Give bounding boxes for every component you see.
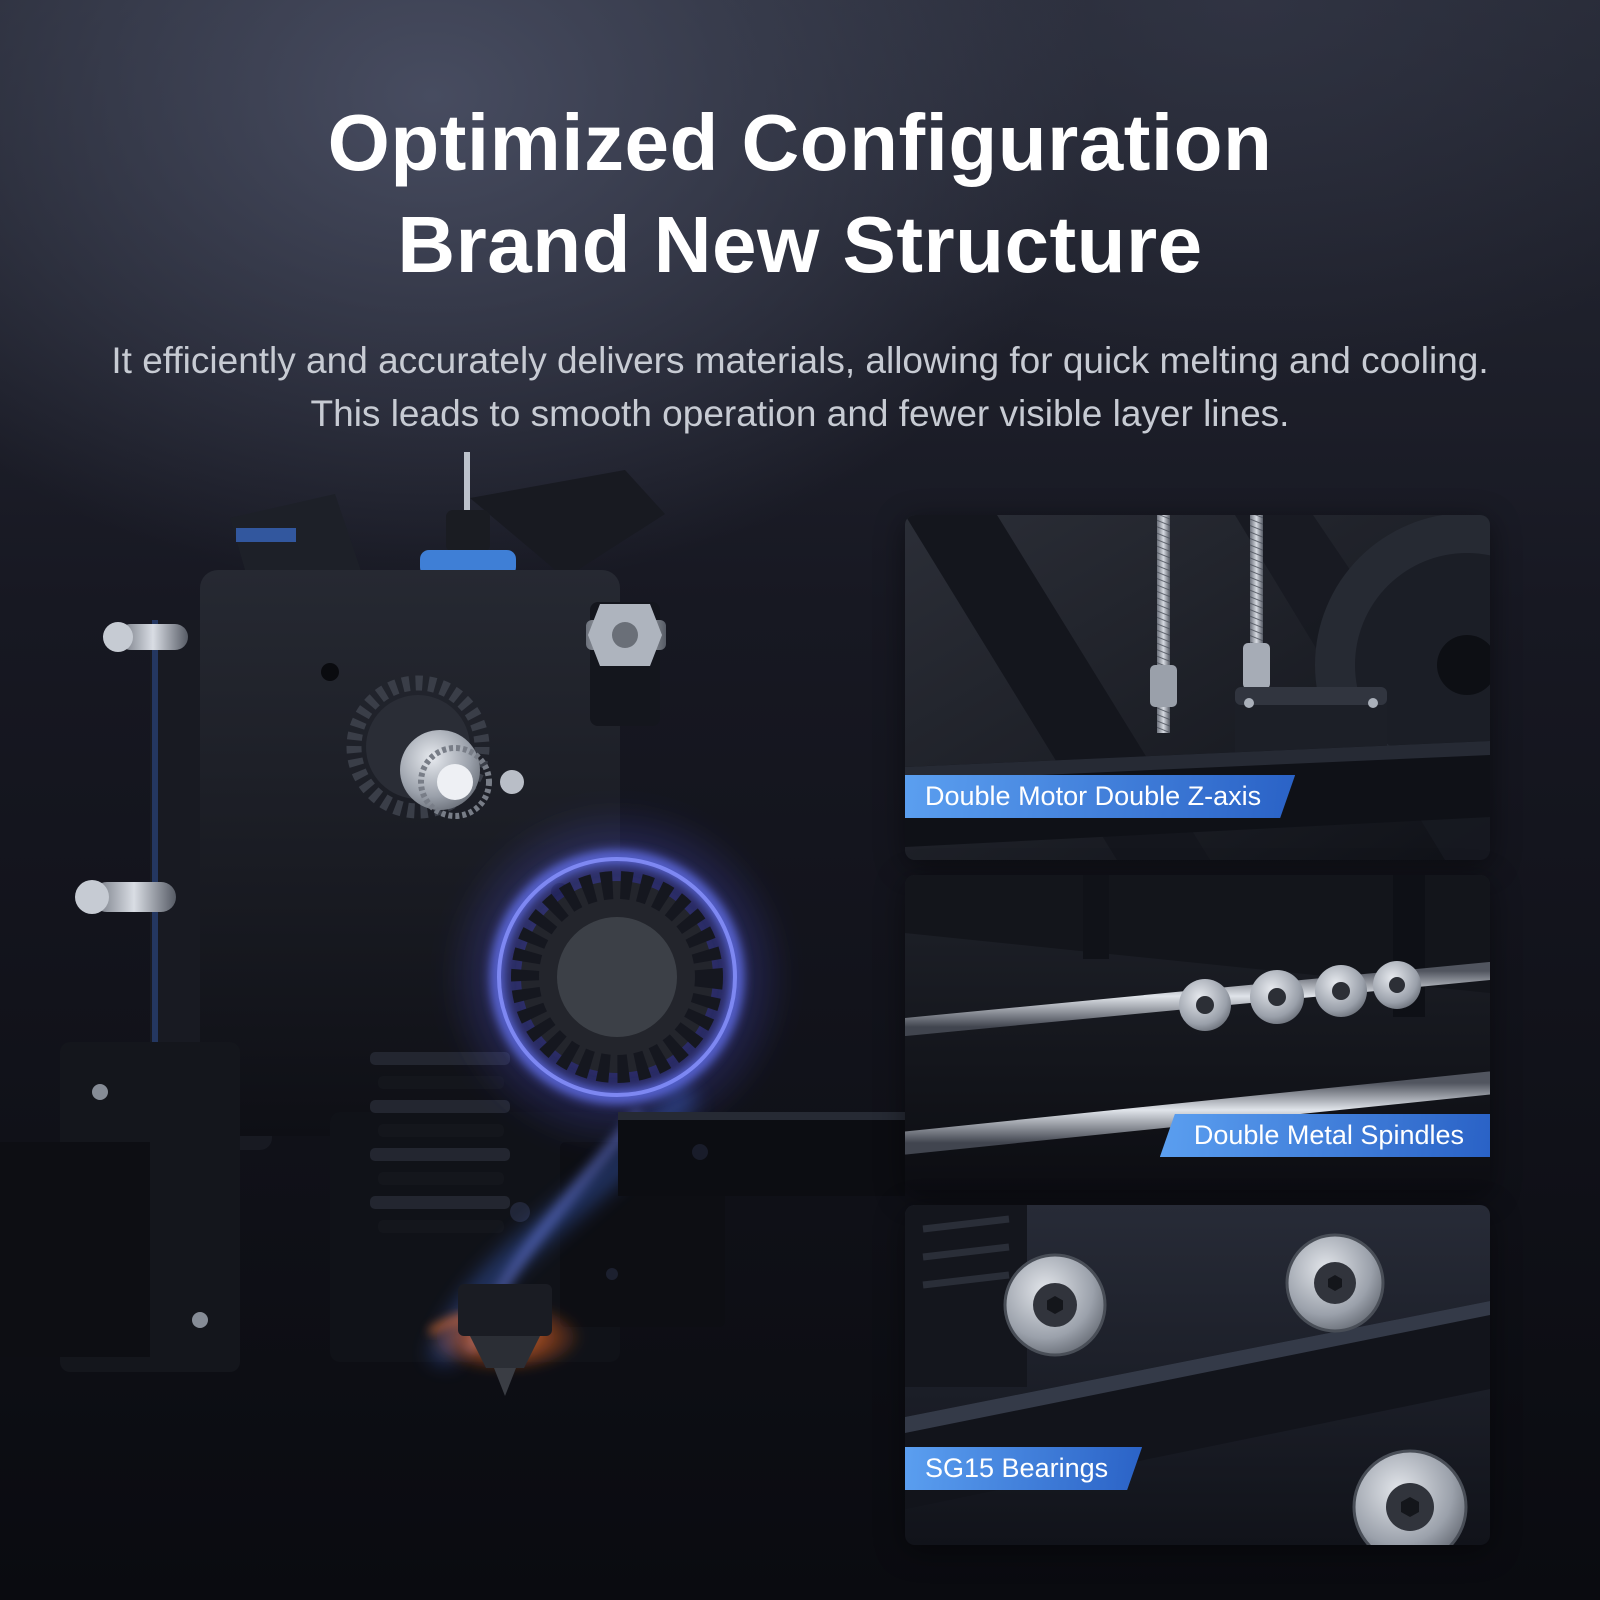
x-axis-beam <box>618 1112 905 1196</box>
extruder-hero-image <box>0 452 905 1600</box>
panel-sg15-bearings: SG15 Bearings <box>905 1205 1490 1545</box>
extruder-lever <box>230 470 665 594</box>
panel-label-ribbon: SG15 Bearings <box>905 1447 1142 1490</box>
title-line-1: Optimized Configuration <box>327 98 1273 187</box>
page-title: Optimized Configuration Brand New Struct… <box>0 92 1600 295</box>
extruder-gear <box>346 675 524 819</box>
mounting-pins <box>75 622 188 914</box>
cooling-fan <box>442 802 792 1152</box>
spindle-bearings <box>1179 961 1421 1031</box>
z-axis-lead-screws <box>1150 515 1270 733</box>
nozzle <box>427 1284 583 1396</box>
sg15-bearing-wheels <box>1003 1233 1468 1545</box>
hex-bolt <box>586 604 666 666</box>
panel-double-motor-z-axis: Double Motor Double Z-axis <box>905 515 1490 860</box>
panel-double-metal-spindles: Double Metal Spindles <box>905 875 1490 1190</box>
title-line-2: Brand New Structure <box>397 199 1203 289</box>
page-description: It efficiently and accurately delivers m… <box>111 340 1489 434</box>
bokeh-particles <box>510 1144 708 1280</box>
panel-label-ribbon: Double Metal Spindles <box>1159 1114 1490 1157</box>
banner-header: Optimized Configuration Brand New Struct… <box>0 92 1600 440</box>
panel-label-ribbon: Double Motor Double Z-axis <box>905 775 1295 818</box>
bed-underside <box>905 875 1490 1017</box>
